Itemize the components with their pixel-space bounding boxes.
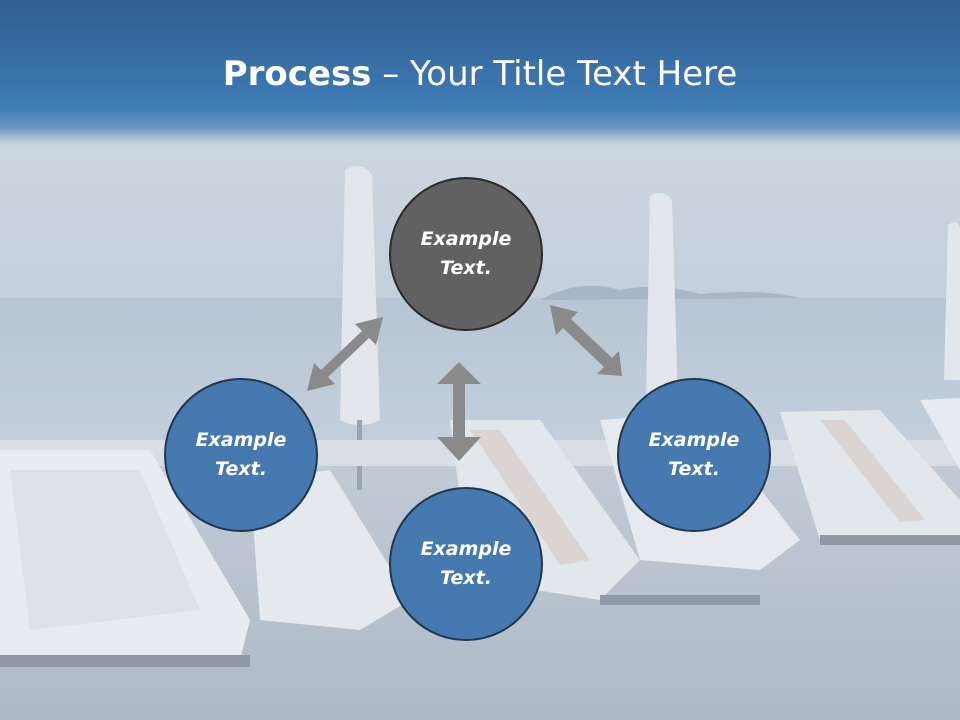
- arrow-top-left: [307, 317, 383, 391]
- node-left: Example Text.: [164, 378, 318, 532]
- arrow-top-right: [550, 305, 622, 376]
- title-bar: [0, 0, 960, 150]
- node-right: Example Text.: [617, 378, 771, 532]
- node-bottom: Example Text.: [389, 487, 543, 641]
- title-bold: Process: [222, 54, 372, 94]
- page-title: Process – Your Title Text Here: [0, 52, 960, 96]
- node-top-label: Example Text.: [420, 228, 512, 279]
- arrow-vertical: [437, 362, 481, 461]
- node-right-label: Example Text.: [648, 429, 740, 480]
- node-left-label: Example Text.: [195, 429, 287, 480]
- node-top: Example Text.: [389, 177, 543, 331]
- title-rest: – Your Title Text Here: [371, 54, 738, 94]
- node-bottom-label: Example Text.: [420, 538, 512, 589]
